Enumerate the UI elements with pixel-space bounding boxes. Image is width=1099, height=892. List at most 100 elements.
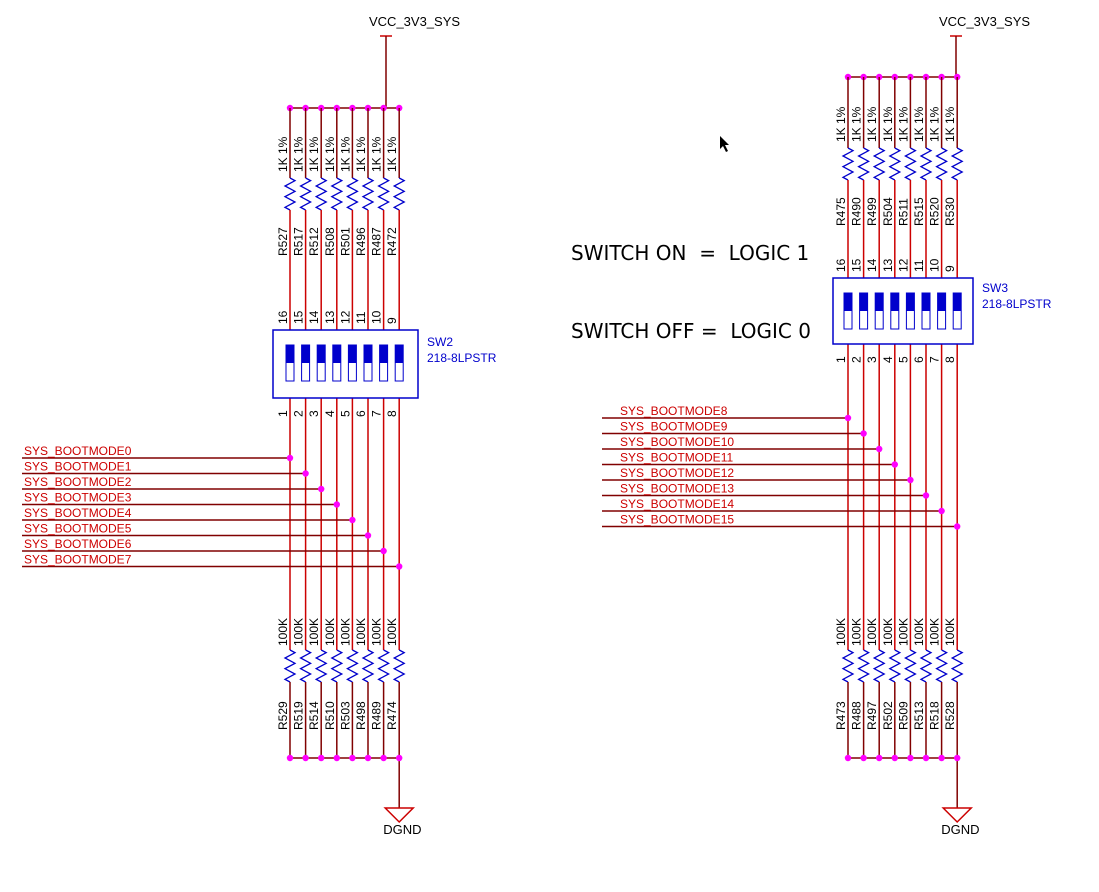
switch-pin-number: 2	[850, 356, 864, 363]
junction-dot	[333, 501, 340, 508]
pulldown-value-label: 100K	[370, 618, 384, 646]
ground-symbol	[941, 807, 974, 824]
switch-actuator	[348, 345, 357, 363]
junction-dot	[318, 754, 325, 762]
pullup-resistor-symbol	[392, 177, 406, 211]
pulldown-resistor-symbol	[857, 649, 870, 683]
pullup-value-label: 1K 1%	[928, 106, 942, 142]
net-label: SYS_BOOTMODE9	[620, 420, 728, 434]
pullup-value-label: 1K 1%	[338, 136, 352, 172]
pulldown-value-label: 100K	[881, 618, 895, 646]
pullup-value-label: 1K 1%	[276, 136, 290, 172]
switch-pin-number: 4	[881, 356, 895, 363]
pulldown-refdes-label: R519	[292, 701, 306, 730]
pulldown-resistor-symbol	[888, 649, 902, 683]
net-label: SYS_BOOTMODE5	[24, 522, 132, 536]
pullup-refdes-label: R501	[338, 227, 352, 256]
pulldown-value-label: 100K	[928, 618, 942, 646]
pullup-resistor-symbol	[919, 147, 933, 181]
switch-pin-number: 1	[834, 356, 848, 363]
pullup-refdes-label: R527	[276, 227, 290, 256]
pullup-refdes-label: R508	[323, 227, 337, 256]
switch-part-label: 218-8LPSTR	[982, 297, 1052, 311]
net-label: SYS_BOOTMODE8	[620, 404, 728, 418]
net-label: SYS_BOOTMODE7	[24, 553, 132, 567]
pulldown-value-label: 100K	[850, 618, 864, 646]
junction-dot	[380, 547, 387, 555]
junction-dot	[876, 754, 883, 762]
net-label: SYS_BOOTMODE15	[620, 513, 734, 527]
switch-pin-number: 10	[928, 258, 942, 272]
junction-dot	[876, 445, 883, 453]
pulldown-resistor-symbol	[330, 649, 344, 683]
pulldown-refdes-label: R510	[323, 701, 337, 730]
pulldown-refdes-label: R498	[354, 701, 368, 730]
switch-pin-number: 8	[385, 410, 399, 417]
pullup-refdes-label: R496	[354, 227, 368, 256]
switch-actuator	[317, 345, 326, 363]
switch-pin-number: 3	[307, 410, 321, 417]
pullup-value-label: 1K 1%	[354, 136, 368, 172]
net-label: SYS_BOOTMODE14	[620, 497, 734, 511]
switch-pin-number: 2	[292, 410, 306, 417]
junction-dot	[380, 754, 387, 762]
junction-dot	[922, 492, 930, 499]
pullup-value-label: 1K 1%	[850, 106, 864, 142]
pulldown-value-label: 100K	[385, 618, 399, 646]
switch-actuator	[395, 345, 404, 363]
pullup-resistor-symbol	[314, 177, 328, 211]
pulldown-refdes-label: R528	[943, 701, 957, 730]
pullup-resistor-symbol	[346, 177, 359, 211]
pulldown-resistor-symbol	[314, 649, 328, 683]
ground-net-label: DGND	[941, 822, 979, 837]
switch-pin-number: 6	[354, 410, 368, 417]
switch-pin-number: 4	[323, 410, 337, 417]
pulldown-resistor-symbol	[283, 649, 297, 683]
pullup-refdes-label: R520	[928, 197, 942, 226]
junction-dot	[954, 754, 961, 762]
switch-pin-number: 16	[276, 310, 290, 324]
pulldown-refdes-label: R488	[850, 701, 864, 730]
junction-dot	[891, 461, 898, 468]
junction-dot	[318, 485, 325, 493]
pullup-value-label: 1K 1%	[834, 106, 848, 142]
mouse-cursor-icon	[720, 136, 729, 152]
switch-actuator	[890, 293, 899, 311]
switch-actuator	[953, 293, 962, 311]
pulldown-refdes-label: R473	[834, 701, 848, 730]
junction-dot	[954, 523, 961, 530]
net-label: SYS_BOOTMODE4	[24, 506, 132, 520]
pullup-resistor-symbol	[888, 147, 902, 181]
junction-dot	[364, 754, 372, 762]
pulldown-resistor-symbol	[346, 649, 359, 683]
pulldown-value-label: 100K	[943, 618, 957, 646]
pullup-value-label: 1K 1%	[896, 106, 910, 142]
junction-dot	[938, 507, 945, 515]
switch-pin-number: 13	[881, 258, 895, 272]
net-label: SYS_BOOTMODE6	[24, 537, 132, 551]
pullup-resistor-symbol	[935, 147, 948, 181]
switch-refdes-label: SW2	[427, 335, 453, 349]
switch-pin-number: 6	[912, 356, 926, 363]
pullup-refdes-label: R512	[307, 227, 321, 256]
power-net-label: VCC_3V3_SYS	[939, 14, 1030, 29]
junction-dot	[364, 532, 372, 539]
pulldown-refdes-label: R489	[370, 701, 384, 730]
pulldown-value-label: 100K	[307, 618, 321, 646]
net-label: SYS_BOOTMODE1	[24, 460, 132, 474]
switch-pin-number: 11	[354, 311, 368, 324]
switch-pin-number: 13	[323, 310, 337, 324]
junction-dot	[907, 754, 914, 762]
switch-refdes-label: SW3	[982, 281, 1008, 295]
net-label: SYS_BOOTMODE10	[620, 435, 734, 449]
junction-dot	[286, 454, 294, 462]
pulldown-value-label: 100K	[338, 618, 352, 646]
switch-pin-number: 16	[834, 258, 848, 272]
pullup-value-label: 1K 1%	[943, 106, 957, 142]
junction-dot	[302, 470, 309, 477]
pulldown-value-label: 100K	[292, 618, 306, 646]
pullup-refdes-label: R517	[292, 227, 306, 256]
switch-pin-number: 15	[292, 310, 306, 324]
